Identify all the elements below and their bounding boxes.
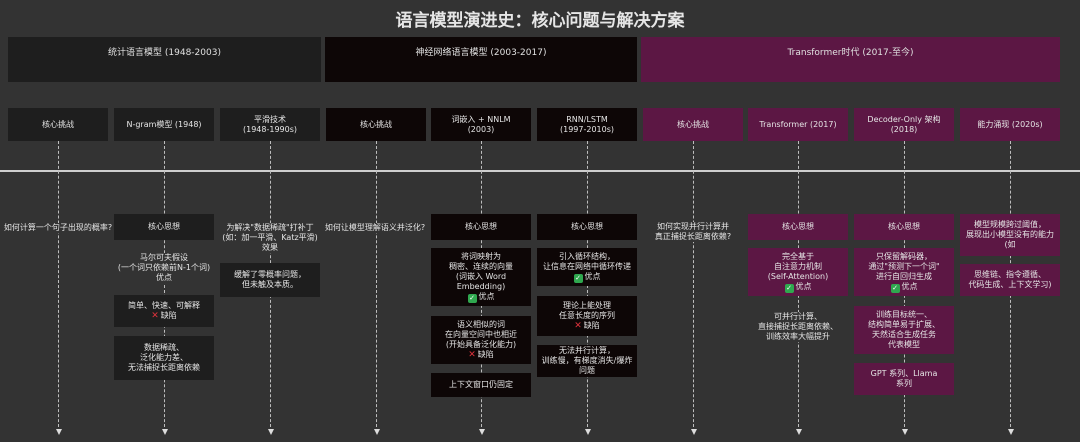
smoothing-fix: 为解决"数据稀疏"打补丁 (如：加一平滑、Katz平滑) 效果 bbox=[218, 223, 322, 253]
transformer-pros: 可并行计算、 直接捕捉长距离依赖、 训练效率大幅提升 bbox=[748, 312, 848, 342]
emergence-abilities: 思维链、指令遵循、 代码生成、上下文学习) bbox=[960, 264, 1060, 296]
decoder-pros-label: 优点 bbox=[901, 281, 918, 291]
rnn-pros-text: 理论上能处理 任意长度的序列 bbox=[559, 301, 615, 320]
nnlm-cons: 上下文窗口仍固定 bbox=[431, 373, 531, 397]
lifeline bbox=[587, 141, 588, 432]
era-neural: 神经网络语言模型 (2003-2017) bbox=[325, 37, 637, 82]
nnlm-idea: 将词映射为 稠密、连续的向量 (词嵌入 Word Embedding) ✓优点 bbox=[431, 248, 531, 306]
arrow-head bbox=[796, 429, 802, 435]
lifeline bbox=[376, 141, 377, 432]
lifeline bbox=[58, 141, 59, 432]
arrow-head bbox=[56, 429, 62, 435]
nnlm-pros-text: 语义相似的词 在向量空间中也相近 (开始具备泛化能力) bbox=[445, 320, 517, 349]
ngram-core-idea: 马尔可夫假设 (一个词只依赖前N-1个词) 优点 bbox=[114, 253, 214, 283]
rnn-idea-text: 引入循环结构， 让信息在网络中循环传递 bbox=[543, 251, 631, 271]
column-header: 核心挑战 bbox=[643, 108, 743, 141]
lifeline bbox=[164, 141, 165, 432]
rnn-core-header: 核心思想 bbox=[537, 214, 637, 240]
cross-icon: ✕ bbox=[574, 321, 582, 331]
nnlm-pros-label-row: ✓优点 bbox=[467, 291, 495, 303]
arrow-head bbox=[902, 429, 908, 435]
nnlm-idea-text: 将词映射为 稠密、连续的向量 (词嵌入 Word Embedding) bbox=[449, 251, 513, 291]
column-header: Decoder-Only 架构 (2018) bbox=[854, 108, 954, 141]
column-header: 核心挑战 bbox=[326, 108, 426, 141]
ngram-cons-label-row: ✕缺陷 bbox=[151, 311, 177, 321]
challenge-note: 如何让模型理解语义并泛化? bbox=[320, 223, 430, 233]
rnn-idea: 引入循环结构， 让信息在网络中循环传递 ✓优点 bbox=[537, 248, 637, 286]
ngram-cons: 数据稀疏、 泛化能力差、 无法捕捉长距离依赖 bbox=[114, 336, 214, 380]
arrow-head bbox=[268, 429, 274, 435]
decoder-pros-label-row: ✓优点 bbox=[890, 281, 918, 293]
rnn-pros-label: 优点 bbox=[584, 271, 601, 281]
rnn-cons-label-row: ✕缺陷 bbox=[574, 321, 600, 331]
nnlm-cons-label-row: ✕缺陷 bbox=[468, 350, 494, 360]
arrow-head bbox=[691, 429, 697, 435]
timeline-divider bbox=[0, 170, 1080, 172]
ngram-pros-text: 简单、快速、可解释 bbox=[128, 301, 200, 310]
lifeline bbox=[693, 141, 694, 432]
emergence-desc: 模型规模跨过阈值， 展现出小模型没有的能力 (如 bbox=[960, 214, 1060, 256]
arrow-head bbox=[479, 429, 485, 435]
decoder-core-header: 核心思想 bbox=[854, 214, 954, 240]
decoder-idea-text: 只保留解码器， 通过"预测下一个词" 进行自回归生成 bbox=[868, 251, 940, 281]
check-icon: ✓ bbox=[784, 283, 794, 293]
column-header: 能力涌现 (2020s) bbox=[960, 108, 1060, 141]
rnn-pros: 理论上能处理 任意长度的序列 ✕缺陷 bbox=[537, 296, 637, 336]
check-icon: ✓ bbox=[890, 283, 900, 293]
ngram-cons-label: 缺陷 bbox=[160, 311, 177, 320]
nnlm-cons-label: 缺陷 bbox=[477, 350, 494, 359]
arrow-head bbox=[1008, 429, 1014, 435]
smoothing-effect: 缓解了零概率问题， 但未触及本质。 bbox=[220, 263, 320, 297]
ngram-pros: 简单、快速、可解释 ✕缺陷 bbox=[114, 295, 214, 327]
decoder-pros: 训练目标统一、 结构简单易于扩展、 天然适合生成任务 代表模型 bbox=[854, 306, 954, 354]
cross-icon: ✕ bbox=[468, 350, 476, 360]
rnn-cons: 无法并行计算， 训练慢，有梯度消失/爆炸问题 bbox=[537, 345, 637, 377]
page-title: 语言模型演进史：核心问题与解决方案 bbox=[395, 11, 685, 31]
nnlm-pros-label: 优点 bbox=[478, 291, 495, 301]
transformer-pros-label-row: ✓优点 bbox=[784, 281, 812, 293]
column-header: 核心挑战 bbox=[8, 108, 108, 141]
decoder-idea: 只保留解码器， 通过"预测下一个词" 进行自回归生成 ✓优点 bbox=[854, 248, 954, 296]
nnlm-pros: 语义相似的词 在向量空间中也相近 (开始具备泛化能力) ✕缺陷 bbox=[431, 316, 531, 364]
nnlm-core-header: 核心思想 bbox=[431, 214, 531, 240]
ngram-core-header: 核心思想 bbox=[114, 214, 214, 240]
transformer-pros-label: 优点 bbox=[795, 281, 812, 291]
check-icon: ✓ bbox=[573, 273, 583, 283]
rnn-cons-label: 缺陷 bbox=[583, 321, 600, 330]
arrow-head bbox=[374, 429, 380, 435]
challenge-note: 如何计算一个句子出现的概率? bbox=[0, 223, 116, 233]
challenge-note: 如何实现并行计算并 真正捕捉长距离依赖? bbox=[643, 222, 743, 242]
era-statistical: 统计语言模型 (1948-2003) bbox=[8, 37, 321, 82]
transformer-core-header: 核心思想 bbox=[748, 214, 848, 240]
arrow-head bbox=[162, 429, 168, 435]
transformer-idea-text: 完全基于 自注意力机制 (Self-Attention) bbox=[767, 251, 829, 281]
column-header: 词嵌入 + NNLM (2003) bbox=[431, 108, 531, 141]
check-icon: ✓ bbox=[467, 293, 477, 303]
decoder-models: GPT 系列、Llama 系列 bbox=[854, 363, 954, 395]
cross-icon: ✕ bbox=[151, 311, 159, 321]
arrow-head bbox=[585, 429, 591, 435]
transformer-idea: 完全基于 自注意力机制 (Self-Attention) ✓优点 bbox=[748, 248, 848, 296]
era-transformer: Transformer时代 (2017-至今) bbox=[641, 37, 1060, 82]
column-header: RNN/LSTM (1997-2010s) bbox=[537, 108, 637, 141]
column-header: Transformer (2017) bbox=[748, 108, 848, 141]
column-header: N-gram模型 (1948) bbox=[114, 108, 214, 141]
rnn-pros-label-row: ✓优点 bbox=[573, 271, 601, 283]
column-header: 平滑技术 (1948-1990s) bbox=[220, 108, 320, 141]
